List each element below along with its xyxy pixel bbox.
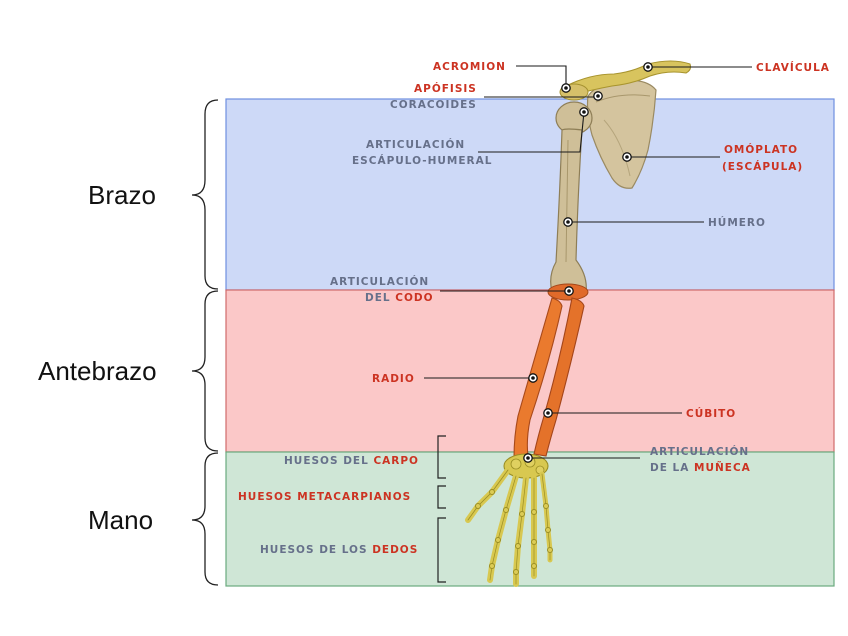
label-huesos-de-los-dedos: HUESOS DE LOS DEDOS [260,544,418,556]
arm-region-label: Brazo [88,180,156,210]
pointer-dots [523,62,653,463]
arm-brace [191,99,219,290]
forearm-region-label: Antebrazo [38,356,157,386]
label-de-la-muneca: DE LA MUÑECA [650,461,751,474]
finger-bones [465,467,553,587]
clavicle-bone [565,60,692,97]
hand-brackets [437,435,446,583]
hand-region-label: Mano [88,505,153,535]
label-escapulo-humeral: ESCÁPULO-HUMERAL [352,154,492,167]
label-escapula: (ESCÁPULA) [722,160,803,173]
label-clavicula: CLAVÍCULA [756,61,830,74]
label-articulacion-hombro: ARTICULACIÓN [366,138,465,151]
label-metacarpianos: HUESOS METACARPIANOS [238,491,411,503]
leader-lines [424,65,752,459]
label-articulacion-codo: ARTICULACIÓN [330,275,429,288]
skeleton-arm-illustration [465,60,692,587]
label-humero: HÚMERO [708,216,766,229]
forearm-region-panel [225,289,835,453]
label-apofisis: APÓFISIS [414,82,477,95]
label-del-codo: DEL CODO [365,292,434,304]
label-articulacion-muneca: ARTICULACIÓN [650,445,749,458]
radius-bone [513,297,563,459]
label-cubito: CÚBITO [686,407,736,420]
label-coracoides: CORACOIDES [390,99,477,111]
forearm-brace [191,290,219,452]
label-huesos-del-carpo: HUESOS DEL CARPO [284,455,419,467]
hand-brace [191,452,219,586]
label-omoplato: OMÓPLATO [724,143,798,156]
arm-region-panel [225,98,835,291]
label-radio: RADIO [372,373,415,385]
label-acromion: ACROMION [433,61,506,73]
